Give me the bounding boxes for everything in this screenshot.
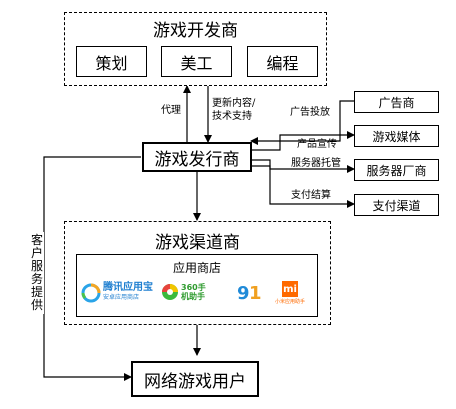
tencent-myapp-name: 腾讯应用宝 [103,282,153,293]
customer-service-char: 服 [30,259,43,273]
customer-service-char: 客 [30,233,43,247]
91-assistant-icon: 9 1 [237,283,262,304]
tencent-myapp-sub: 安卓应用商店 [103,294,140,301]
app-store-box: 应用商店 [76,254,318,317]
customer-service-char: 户 [30,246,43,260]
hosting-arrow [252,159,355,173]
payment-arrow [252,165,355,208]
role-art-label: 美工 [180,53,213,73]
promo-arrow [252,131,355,151]
customer-service-arrow [43,156,141,381]
label-update-line1: 更新内容/ [212,98,256,109]
customer-service-char: 供 [30,298,43,312]
label-customer-service: 客户服务提供 [30,232,44,314]
360-assistant-icon [162,284,178,300]
developer-title: 游戏开发商 [153,21,238,41]
label-update-line2: 技术支持 [212,111,252,122]
label-customer-service-text: 客户服务提供 [30,234,44,312]
label-payment: 支付结算 [291,190,331,201]
partner-server-vendor-label: 服务器厂商 [366,163,427,178]
xiaomi-icon: mi [282,281,298,297]
role-programming-label: 编程 [266,53,299,73]
partner-payment-channel: 支付渠道 [354,194,439,216]
360-assistant-name: 360手机助手 [181,283,206,301]
label-promo: 产品宣传 [297,139,337,150]
partner-payment-channel-label: 支付渠道 [372,198,421,213]
91-assistant-logo: 9 1 [236,280,262,304]
publisher-title: 游戏发行商 [154,149,240,170]
svg-text:1: 1 [249,283,262,304]
xiaomi-name: 小米应用助手 [275,299,306,305]
label-agent: 代理 [161,105,181,116]
label-hosting: 服务器托管 [291,158,341,169]
360-assistant-logo: 360手机助手 [161,283,207,301]
role-planning: 策划 [76,46,147,77]
users-title: 网络游戏用户 [144,371,246,392]
role-planning-label: 策划 [95,53,128,73]
users-box: 网络游戏用户 [131,361,259,397]
role-programming: 编程 [247,46,318,77]
channel-title: 游戏渠道商 [155,233,240,253]
ad-arrow [250,100,354,145]
role-art: 美工 [161,46,232,77]
app-store-title: 应用商店 [172,261,221,275]
tencent-myapp-icon [81,283,101,303]
partner-advertiser-label: 广告商 [378,95,415,110]
customer-service-char: 务 [30,272,43,286]
partner-server-vendor: 服务器厂商 [354,159,439,181]
xiaomi-logo: mi 小米应用助手 [275,281,305,305]
partner-game-media: 游戏媒体 [354,125,439,147]
customer-service-char: 提 [30,285,43,299]
partner-advertiser: 广告商 [354,91,439,113]
partner-game-media-label: 游戏媒体 [372,129,421,144]
tencent-myapp-logo: 腾讯应用宝 安卓应用商店 [81,283,153,303]
svg-text:9: 9 [237,283,250,304]
label-ad: 广告投放 [290,107,330,118]
publisher-box: 游戏发行商 [142,142,252,172]
